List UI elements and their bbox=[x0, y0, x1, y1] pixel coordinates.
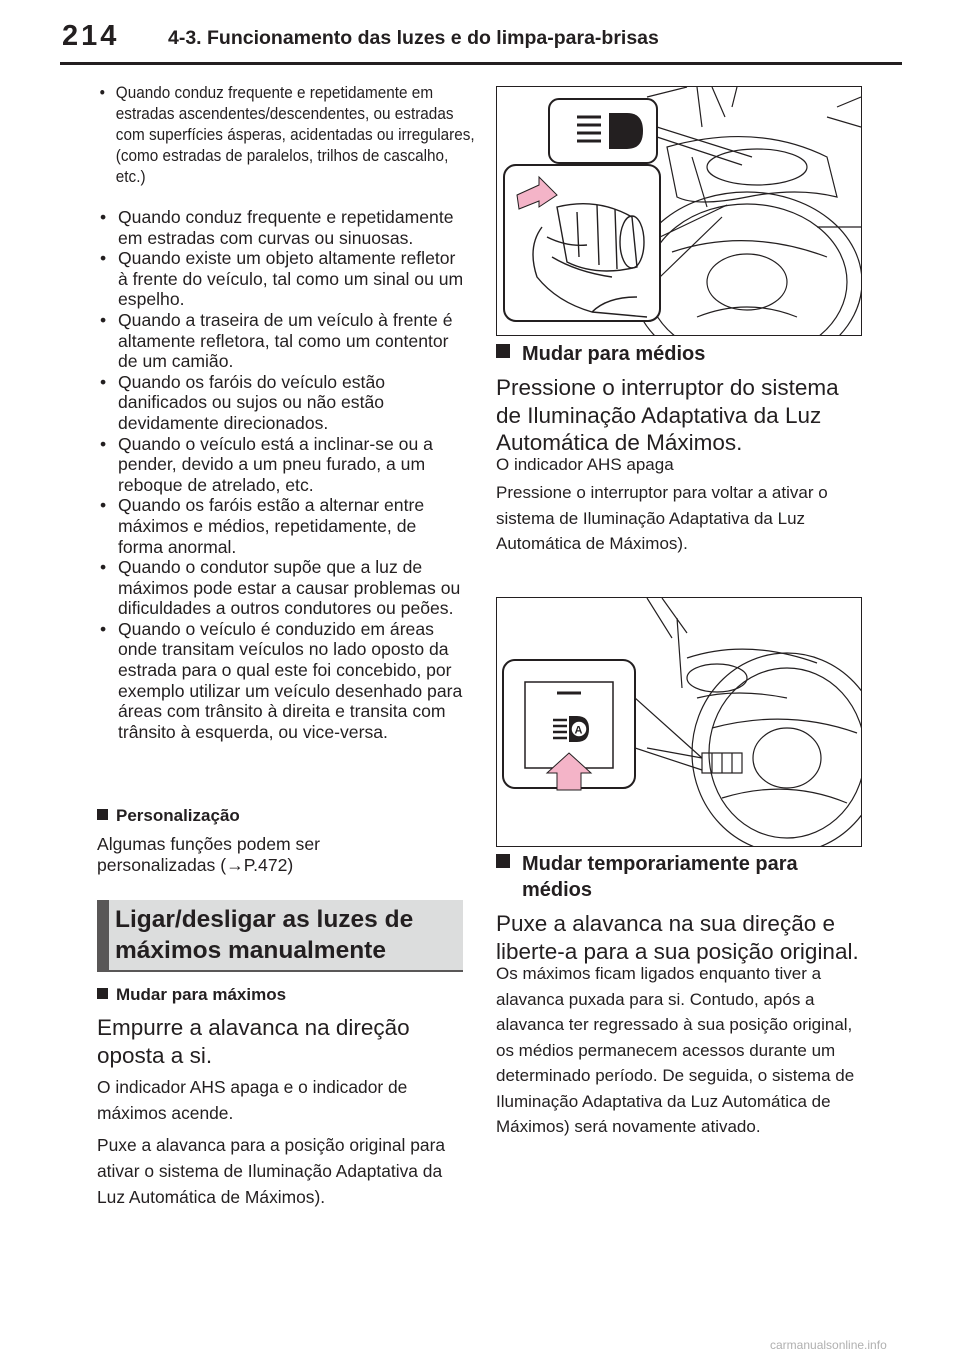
list-item: Quando os faróis do veículo estão danifi… bbox=[96, 372, 466, 434]
list-item: Quando os faróis estão a alternar entre … bbox=[96, 495, 466, 557]
steering-lever-illustration bbox=[496, 86, 863, 373]
list-item: Quando o veículo é conduzido em áreas on… bbox=[96, 619, 466, 743]
square-bullet-icon bbox=[97, 809, 108, 820]
note-text: Os máximos ficam ligados enquanto tiver … bbox=[496, 964, 855, 1136]
watermark: carmanualsonline.info bbox=[770, 1338, 887, 1352]
list-item: Quando conduz frequente e repetidamente … bbox=[96, 82, 480, 187]
list-item: Quando o condutor supõe que a luz de máx… bbox=[96, 557, 466, 619]
square-bullet-icon bbox=[496, 854, 510, 868]
result-text: O indicador AHS apaga bbox=[496, 455, 674, 474]
square-bullet-icon bbox=[97, 988, 108, 999]
note-text: Puxe a alavanca para a posição original … bbox=[97, 1135, 446, 1207]
page-reference-link[interactable]: P.472) bbox=[243, 854, 294, 875]
section-heading: Ligar/desligar as luzes de máximos manua… bbox=[115, 906, 414, 964]
ahs-switch-illustration: A bbox=[496, 597, 883, 854]
instruction-text: Empurre a alavanca na direção oposta a s… bbox=[97, 1015, 410, 1068]
page-number: 214 bbox=[62, 20, 120, 52]
subheading-high-beam: Mudar para máximos bbox=[97, 985, 286, 1005]
list-item: Quando existe um objeto altamente reflet… bbox=[96, 248, 466, 310]
result-text: O indicador AHS apaga e o indicador de m… bbox=[97, 1077, 408, 1123]
instruction-text: Puxe a alavanca na sua direção e liberte… bbox=[496, 911, 859, 964]
list-item: Quando o veículo está a inclinar-se ou a… bbox=[96, 434, 466, 496]
svg-text:A: A bbox=[575, 725, 583, 737]
note-text: Pressione o interruptor para voltar a at… bbox=[496, 483, 828, 553]
ahs-switch-icon: A bbox=[502, 597, 883, 854]
header-rule bbox=[60, 62, 902, 65]
instruction-text: Pressione o interruptor do sistema de Il… bbox=[496, 375, 839, 455]
section-heading-box: Ligar/desligar as luzes de máximos manua… bbox=[97, 900, 463, 972]
personalization-body: Algumas funções podem ser personalizadas… bbox=[97, 834, 320, 875]
square-bullet-icon bbox=[496, 344, 510, 358]
personalization-heading: Personalização bbox=[97, 806, 240, 826]
condition-list-narrow: Quando conduz frequente e repetidamente … bbox=[96, 82, 475, 187]
lever-push-icon bbox=[503, 86, 863, 373]
section-title: 4-3. Funcionamento das luzes e do limpa-… bbox=[168, 27, 659, 49]
arrow-right-icon: → bbox=[226, 854, 244, 875]
list-item: Quando a traseira de um veículo à frente… bbox=[96, 310, 466, 372]
condition-list: Quando conduz frequente e repetidamente … bbox=[96, 207, 466, 742]
list-item: Quando conduz frequente e repetidamente … bbox=[96, 207, 466, 248]
subheading-temporary-low-beam: Mudar temporariamente para médios bbox=[496, 851, 866, 903]
subheading-low-beam: Mudar para médios bbox=[496, 343, 705, 366]
